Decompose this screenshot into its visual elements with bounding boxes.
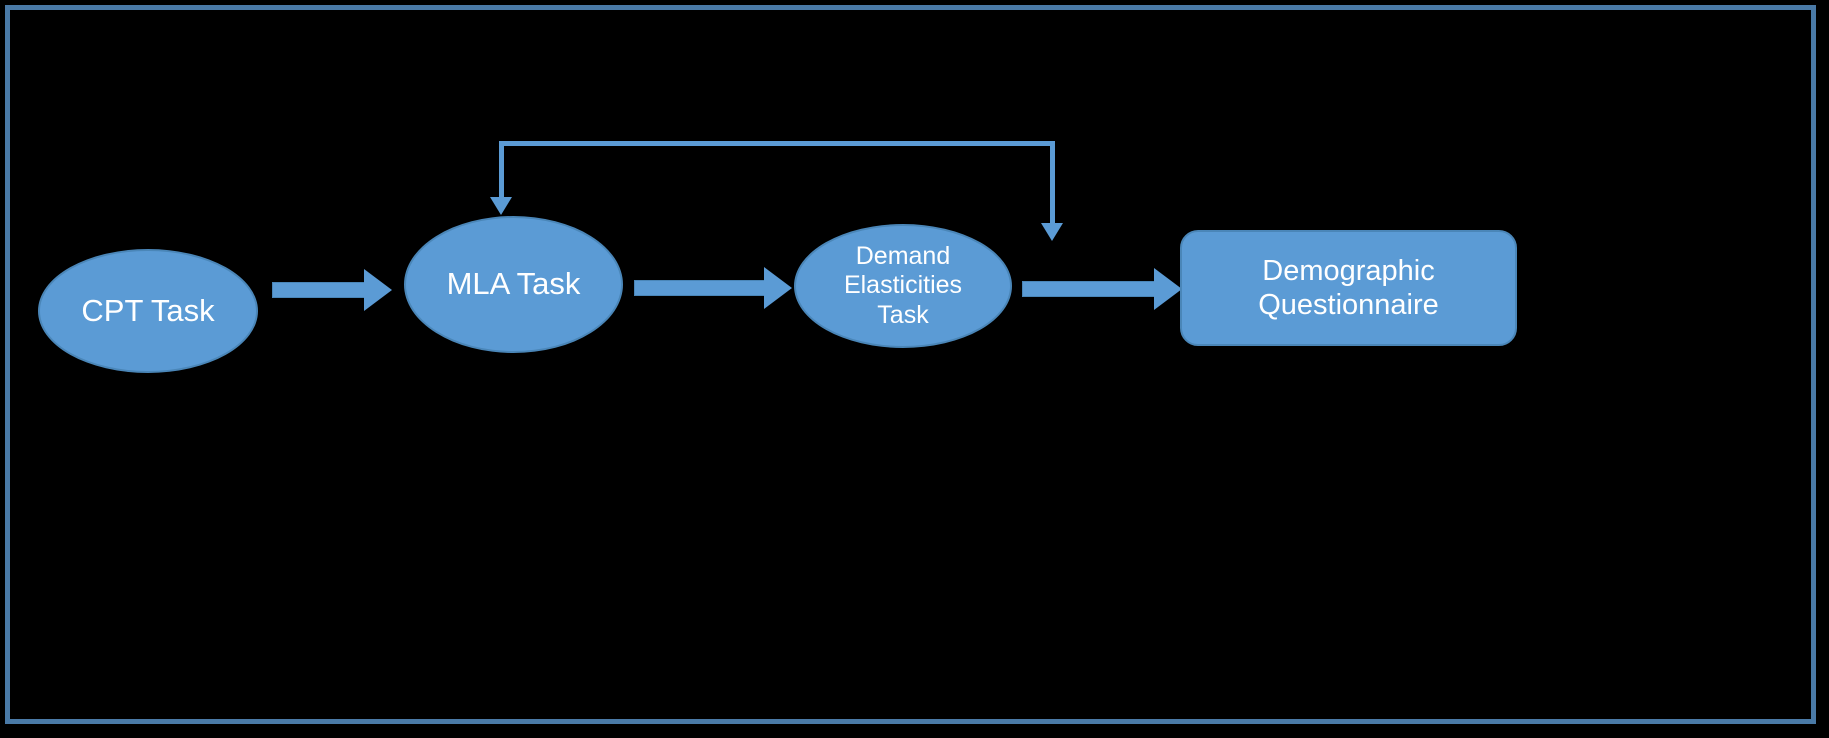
arrow-demand-to-demographic-head-icon <box>1154 268 1182 310</box>
node-demand-elasticities-task-label: Demand Elasticities Task <box>843 241 963 329</box>
node-mla-task[interactable]: MLA Task <box>404 216 623 353</box>
node-demand-elasticities-task[interactable]: Demand Elasticities Task <box>794 224 1012 348</box>
counterbalance-left-arrowhead-icon <box>490 197 512 215</box>
arrow-mla-to-demand-head-icon <box>764 267 792 309</box>
arrow-mla-to-demand <box>634 267 792 309</box>
node-demographic-questionnaire-label: Demographic Questionnaire <box>1258 254 1439 321</box>
diagram-border-frame <box>5 5 1816 724</box>
counterbalance-left-vertical-line <box>499 141 504 199</box>
counterbalance-right-vertical-line <box>1050 141 1055 225</box>
arrow-mla-to-demand-shaft <box>634 280 764 296</box>
arrow-cpt-to-mla-head-icon <box>364 269 392 311</box>
node-cpt-task-label: CPT Task <box>81 292 215 328</box>
arrow-demand-to-demographic-shaft <box>1022 281 1154 297</box>
counterbalance-horizontal-line <box>501 141 1055 146</box>
node-mla-task-label: MLA Task <box>446 266 581 302</box>
arrow-cpt-to-mla-shaft <box>272 282 364 298</box>
node-cpt-task[interactable]: CPT Task <box>38 249 258 373</box>
arrow-cpt-to-mla <box>272 269 392 311</box>
node-demographic-questionnaire[interactable]: Demographic Questionnaire <box>1180 230 1517 346</box>
arrow-demand-to-demographic <box>1022 268 1182 310</box>
counterbalance-right-arrowhead-icon <box>1041 223 1063 241</box>
